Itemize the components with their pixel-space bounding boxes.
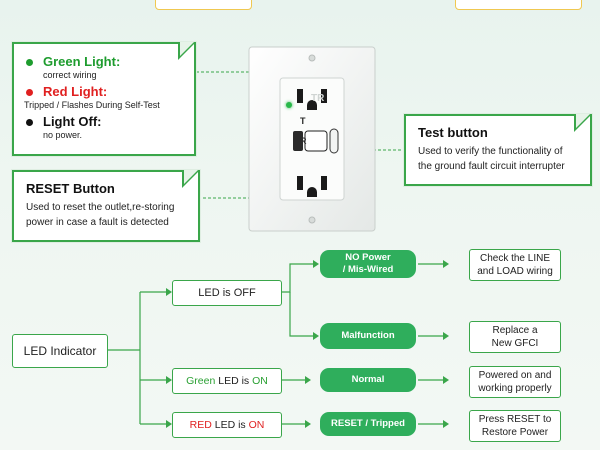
top-fragment-right [455, 0, 582, 10]
test-callout-title: Test button [418, 125, 488, 140]
reset-callout-desc-1: Used to reset the outlet,re-storing [26, 202, 175, 213]
reset-button-letter: R [300, 136, 307, 146]
green-light-label: Green Light: [43, 54, 121, 69]
reset-button-callout: RESET Button Used to reset the outlet,re… [12, 170, 200, 242]
green-light-desc: correct wiring [43, 70, 97, 80]
test-callout-desc-2: the ground fault circuit interrupter [418, 161, 565, 172]
led-indicator-root: LED Indicator [12, 334, 108, 368]
reset-tripped-pill: RESET / Tripped [320, 412, 416, 436]
red-word: RED [189, 418, 212, 431]
normal-pill: Normal [320, 368, 416, 392]
red-light-label: Red Light: [43, 84, 108, 99]
light-off-desc: no power. [43, 130, 83, 140]
red-on-word: ON [248, 418, 265, 431]
red-led-on-box: RED LED is ON [172, 412, 282, 438]
no-power-pill: NO Power/ Mis-Wired [320, 250, 416, 278]
reset-callout-desc-2: power in case a fault is detected [26, 217, 169, 228]
test-button-letter: T [300, 116, 306, 126]
led-indicator-light [286, 102, 292, 108]
red-light-desc: Tripped / Flashes During Self-Test [24, 100, 160, 110]
light-off-label: Light Off: [43, 114, 102, 129]
light-legend-callout: Green Light: correct wiring Red Light: T… [12, 42, 196, 156]
gfci-outlet [248, 46, 376, 232]
green-on-word: ON [252, 374, 268, 387]
red-dot-icon [26, 89, 33, 97]
green-word: Green [186, 374, 216, 387]
test-callout-desc-1: Used to verify the functionality of [418, 146, 563, 157]
black-dot-icon [26, 119, 33, 127]
outlet-face-text: TR [311, 93, 325, 104]
top-fragment-left [155, 0, 252, 10]
green-dot-icon [26, 59, 33, 67]
green-led-on-box: Green LED is ON [172, 368, 282, 394]
led-off-box: LED is OFF [172, 280, 282, 306]
test-button-callout: Test button Used to verify the functiona… [404, 114, 592, 186]
malfunction-pill: Malfunction [320, 323, 416, 349]
reset-callout-title: RESET Button [26, 181, 115, 196]
